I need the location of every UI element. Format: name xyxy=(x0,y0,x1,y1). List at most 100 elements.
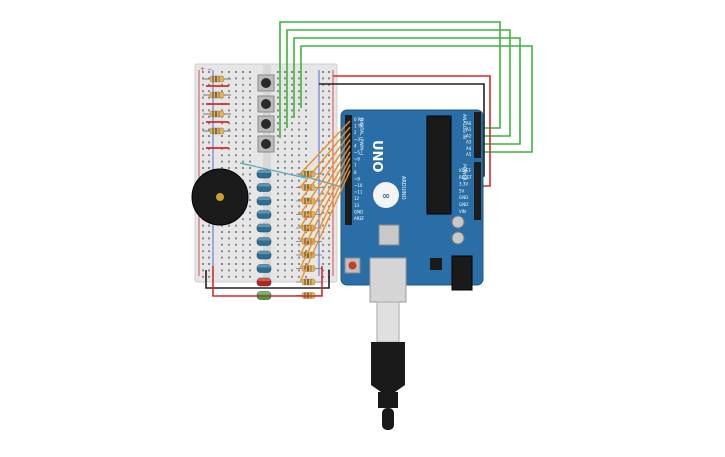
pin-label: 8 xyxy=(354,170,357,175)
breadboard-hole xyxy=(322,103,324,105)
breadboard-hole xyxy=(235,250,237,253)
breadboard-hole xyxy=(284,237,286,240)
pin-label: 5V xyxy=(459,188,465,193)
breadboard-hole xyxy=(322,243,324,246)
breadboard-hole xyxy=(328,71,330,73)
breadboard-hole xyxy=(305,263,307,265)
breadboard-hole xyxy=(291,275,293,278)
breadboard-hole xyxy=(284,83,286,86)
breadboard-hole xyxy=(291,103,293,105)
breadboard-hole xyxy=(298,263,300,265)
buzzer-center xyxy=(216,193,224,201)
breadboard-hole xyxy=(291,256,293,259)
breadboard-hole xyxy=(291,90,293,93)
breadboard-hole xyxy=(298,109,300,112)
breadboard-hole xyxy=(284,122,286,125)
breadboard-hole xyxy=(228,128,230,131)
resistor xyxy=(203,75,231,83)
breadboard-hole xyxy=(242,243,244,246)
breadboard-hole xyxy=(328,224,330,227)
breadboard-hole xyxy=(235,269,237,272)
breadboard-hole xyxy=(208,237,210,240)
breadboard-hole xyxy=(235,122,237,125)
breadboard-hole xyxy=(322,122,324,125)
reset-button[interactable] xyxy=(348,261,357,270)
breadboard-hole xyxy=(284,147,286,150)
breadboard-hole xyxy=(221,263,223,265)
breadboard-hole xyxy=(284,173,286,176)
breadboard-hole xyxy=(228,231,230,233)
breadboard-hole xyxy=(322,135,324,137)
breadboard-hole xyxy=(298,141,300,144)
breadboard-hole xyxy=(228,135,230,137)
breadboard-hole xyxy=(298,103,300,105)
breadboard-hole xyxy=(242,167,244,169)
breadboard-hole xyxy=(228,250,230,253)
breadboard-hole xyxy=(291,263,293,265)
breadboard-hole xyxy=(298,160,300,163)
breadboard-hole xyxy=(322,154,324,157)
analog-header xyxy=(474,112,481,158)
pin-label: ~9 xyxy=(354,176,360,181)
breadboard-hole xyxy=(277,128,279,131)
breadboard-hole xyxy=(277,115,279,118)
pin-label: GND xyxy=(354,209,363,214)
breadboard-hole xyxy=(242,90,244,93)
breadboard-hole xyxy=(202,250,204,253)
breadboard-hole xyxy=(221,275,223,278)
pin-label: RESET xyxy=(459,175,472,180)
breadboard-hole xyxy=(249,71,251,73)
breadboard-hole xyxy=(298,199,300,201)
breadboard-hole xyxy=(228,122,230,125)
led xyxy=(256,277,272,287)
breadboard-hole xyxy=(235,243,237,246)
breadboard-hole xyxy=(208,115,210,118)
breadboard-hole xyxy=(249,256,251,259)
breadboard-hole xyxy=(328,231,330,233)
breadboard-hole xyxy=(221,122,223,125)
usb-b-port xyxy=(369,257,407,303)
breadboard-hole xyxy=(202,71,204,73)
breadboard-hole xyxy=(328,186,330,189)
breadboard-hole xyxy=(277,211,279,214)
breadboard-hole xyxy=(298,167,300,169)
breadboard-hole xyxy=(221,224,223,227)
breadboard-hole xyxy=(322,109,324,112)
breadboard-hole xyxy=(322,256,324,259)
breadboard-hole xyxy=(249,154,251,157)
power-header xyxy=(474,162,481,220)
breadboard-hole xyxy=(242,103,244,105)
pin-label: ~5 xyxy=(354,150,360,155)
breadboard-hole xyxy=(277,77,279,80)
breadboard-hole xyxy=(208,122,210,125)
breadboard-hole xyxy=(298,218,300,221)
breadboard-hole xyxy=(305,154,307,157)
breadboard-hole xyxy=(249,179,251,182)
pin-label: GND xyxy=(459,202,468,207)
breadboard-hole xyxy=(235,256,237,259)
breadboard-hole xyxy=(235,96,237,99)
pin-label: 7 xyxy=(354,163,357,168)
breadboard-hole xyxy=(228,115,230,118)
breadboard-hole xyxy=(208,71,210,73)
breadboard-hole xyxy=(322,269,324,272)
breadboard-hole xyxy=(202,224,204,227)
breadboard-hole xyxy=(277,179,279,182)
signal-wire xyxy=(299,157,351,256)
breadboard-hole xyxy=(322,211,324,214)
led xyxy=(256,237,272,246)
breadboard-hole xyxy=(277,135,279,137)
pin-label: ~10 xyxy=(354,183,363,188)
logo-symbol: ∞ xyxy=(382,191,390,202)
breadboard-hole xyxy=(305,83,307,86)
breadboard-hole xyxy=(298,231,300,233)
resistor xyxy=(203,110,231,118)
pin-label: ~11 xyxy=(354,190,363,195)
signal-wire xyxy=(299,145,351,229)
breadboard-hole xyxy=(291,128,293,131)
breadboard-hole xyxy=(221,154,223,157)
breadboard-hole xyxy=(249,199,251,201)
breadboard-hole xyxy=(228,154,230,157)
breadboard-hole xyxy=(291,141,293,144)
